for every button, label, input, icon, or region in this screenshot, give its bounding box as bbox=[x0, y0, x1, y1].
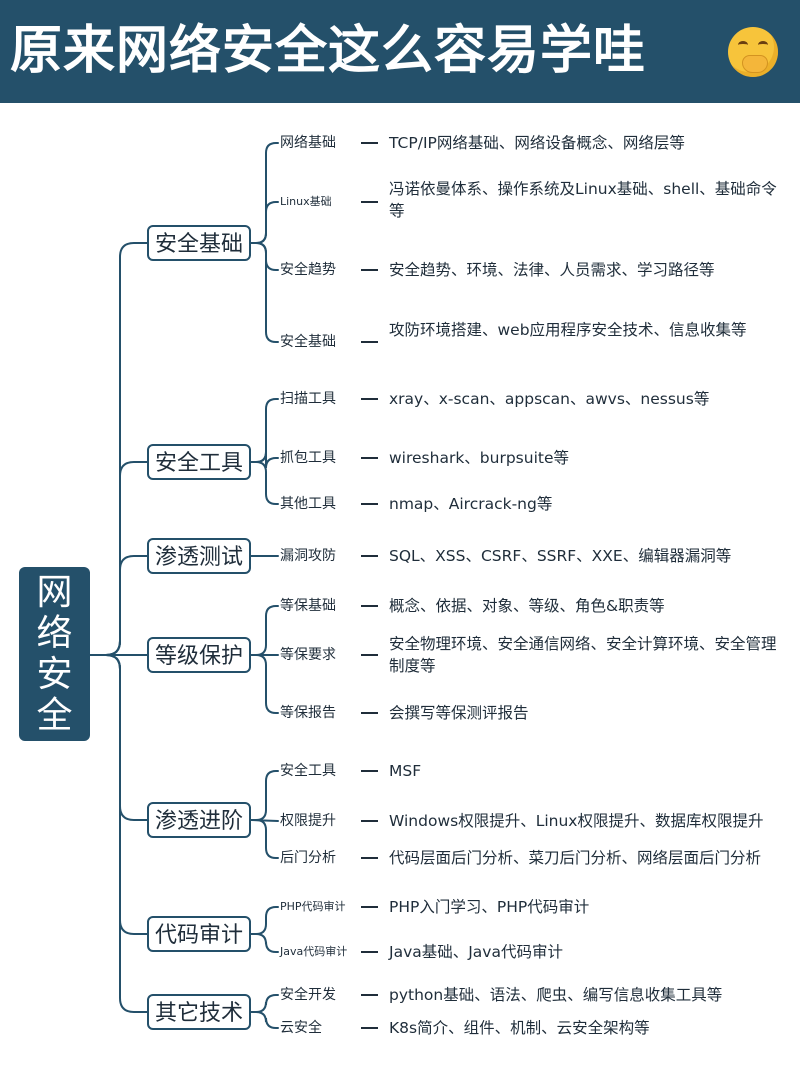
root-connector bbox=[89, 654, 148, 821]
leaf-description: 代码层面后门分析、菜刀后门分析、网络层面后门分析 bbox=[389, 849, 762, 867]
root-connector bbox=[89, 555, 148, 656]
leaf-dash bbox=[361, 503, 378, 505]
branch-connector bbox=[250, 461, 279, 505]
leaf-description: xray、x-scan、appscan、awvs、nessus等 bbox=[389, 390, 710, 408]
leaf-description: PHP入门学习、PHP代码审计 bbox=[389, 898, 590, 916]
leaf-node: 等保要求 bbox=[280, 647, 336, 663]
leaf-node: 安全开发 bbox=[280, 987, 336, 1003]
leaf-dash bbox=[361, 398, 378, 400]
branch-connector bbox=[250, 994, 279, 1013]
leaf-node: 后门分析 bbox=[280, 850, 336, 866]
branch-connector bbox=[250, 242, 279, 343]
leaf-dash bbox=[361, 820, 378, 822]
branch-node: 安全基础 bbox=[147, 225, 251, 261]
mindmap-root: 网络安全 bbox=[19, 567, 90, 741]
leaf-dash bbox=[361, 341, 378, 343]
root-char: 络 bbox=[36, 613, 73, 654]
branch-connector bbox=[250, 819, 279, 859]
branch-node: 渗透测试 bbox=[147, 538, 251, 574]
branch-connector bbox=[250, 451, 279, 469]
branch-node: 等级保护 bbox=[147, 637, 251, 673]
branch-connector bbox=[250, 398, 279, 463]
branch-connector bbox=[250, 933, 279, 953]
branch-connector bbox=[250, 770, 279, 821]
branch-node: 安全工具 bbox=[147, 444, 251, 480]
leaf-description: 安全趋势、环境、法律、人员需求、学习路径等 bbox=[389, 261, 715, 279]
title-banner: 原来网络安全这么容易学哇 bbox=[0, 0, 800, 103]
leaf-node: PHP代码审计 bbox=[280, 900, 346, 913]
leaf-dash bbox=[361, 269, 378, 271]
giggle-emoji-icon bbox=[728, 27, 778, 77]
leaf-description: Java基础、Java代码审计 bbox=[389, 943, 563, 961]
branch-connector bbox=[250, 654, 279, 714]
leaf-dash bbox=[361, 1027, 378, 1029]
leaf-dash bbox=[361, 142, 378, 144]
leaf-node: 等保报告 bbox=[280, 705, 336, 721]
leaf-dash bbox=[361, 770, 378, 772]
leaf-node: 安全基础 bbox=[280, 334, 336, 350]
branch-connector bbox=[250, 1011, 279, 1029]
leaf-description: K8s简介、组件、机制、云安全架构等 bbox=[389, 1019, 650, 1037]
leaf-description: python基础、语法、爬虫、编写信息收集工具等 bbox=[389, 986, 723, 1004]
root-char: 全 bbox=[36, 695, 73, 736]
leaf-node: 权限提升 bbox=[280, 813, 336, 829]
leaf-node: Linux基础 bbox=[280, 195, 332, 208]
leaf-dash bbox=[361, 994, 378, 996]
leaf-dash bbox=[361, 857, 378, 859]
leaf-description: TCP/IP网络基础、网络设备概念、网络层等 bbox=[389, 134, 685, 152]
leaf-node: 其他工具 bbox=[280, 496, 336, 512]
root-connector bbox=[89, 242, 148, 656]
leaf-node: 网络基础 bbox=[280, 135, 336, 151]
leaf-dash bbox=[361, 712, 378, 714]
leaf-node: 扫描工具 bbox=[280, 391, 336, 407]
leaf-node: 漏洞攻防 bbox=[280, 548, 336, 564]
leaf-description: wireshark、burpsuite等 bbox=[389, 449, 569, 467]
branch-node: 渗透进阶 bbox=[147, 802, 251, 838]
branch-node: 代码审计 bbox=[147, 916, 251, 952]
leaf-dash bbox=[361, 201, 378, 203]
leaf-description: nmap、Aircrack-ng等 bbox=[389, 495, 553, 513]
branch-node: 其它技术 bbox=[147, 994, 251, 1030]
leaf-dash bbox=[361, 654, 378, 656]
leaf-node: Java代码审计 bbox=[280, 945, 348, 958]
leaf-description: 冯诺依曼体系、操作系统及Linux基础、shell、基础命令等 bbox=[389, 180, 777, 220]
leaf-node: 安全趋势 bbox=[280, 262, 336, 278]
leaf-node: 安全工具 bbox=[280, 763, 336, 779]
leaf-dash bbox=[361, 555, 378, 557]
leaf-description: MSF bbox=[389, 762, 422, 780]
root-char: 网 bbox=[36, 572, 73, 613]
leaf-dash bbox=[361, 605, 378, 607]
leaf-description: 概念、依据、对象、等级、角色&职责等 bbox=[389, 597, 665, 615]
leaf-node: 等保基础 bbox=[280, 598, 336, 614]
leaf-description: SQL、XSS、CSRF、SSRF、XXE、编辑器漏洞等 bbox=[389, 547, 732, 565]
root-connector bbox=[89, 654, 148, 935]
branch-connector bbox=[250, 201, 279, 244]
leaf-node: 云安全 bbox=[280, 1020, 322, 1036]
leaf-node: 抓包工具 bbox=[280, 450, 336, 466]
leaf-description: 会撰写等保测评报告 bbox=[389, 704, 529, 722]
leaf-dash bbox=[361, 457, 378, 459]
leaf-dash bbox=[361, 906, 378, 908]
leaf-description: 安全物理环境、安全通信网络、安全计算环境、安全管理制度等 bbox=[389, 635, 777, 675]
branch-connector bbox=[250, 605, 279, 656]
branch-connector bbox=[250, 142, 279, 244]
leaf-dash bbox=[361, 951, 378, 953]
root-connector bbox=[89, 654, 148, 1013]
branch-connector bbox=[250, 906, 279, 935]
leaf-description: 攻防环境搭建、web应用程序安全技术、信息收集等 bbox=[389, 321, 747, 339]
root-connector bbox=[89, 461, 148, 656]
leaf-description: Windows权限提升、Linux权限提升、数据库权限提升 bbox=[389, 812, 764, 830]
page-title: 原来网络安全这么容易学哇 bbox=[10, 21, 647, 81]
root-char: 安 bbox=[36, 654, 73, 695]
